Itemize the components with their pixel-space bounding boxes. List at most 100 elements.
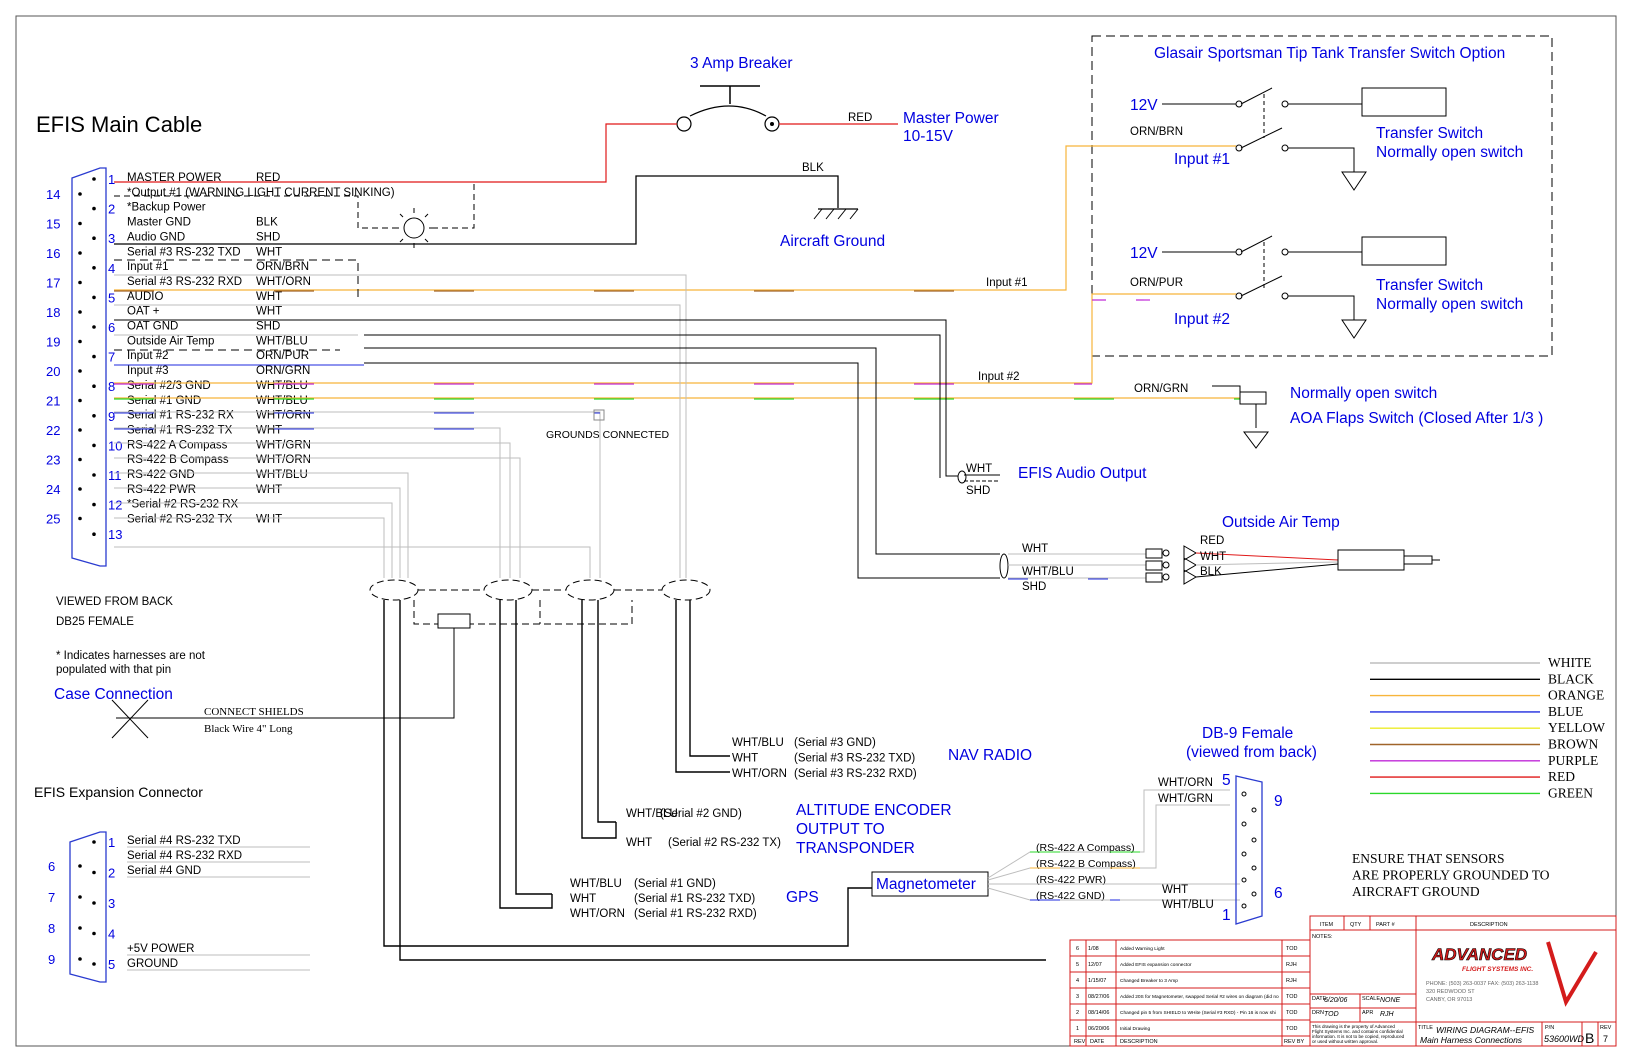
- db25-signal-color: WHT: [256, 246, 282, 258]
- transfer-switch-2-label: Transfer Switch: [1376, 277, 1483, 294]
- db25-pin: [92, 443, 96, 448]
- db25-signal-color: ORN/BRN: [256, 261, 309, 273]
- db9-connector-shell: [1235, 775, 1263, 925]
- db25-pin: [92, 384, 96, 389]
- db25-pin: [78, 339, 82, 344]
- legend-label: BLACK: [1548, 671, 1594, 686]
- nav-radio-label: NAV RADIO: [948, 747, 1032, 764]
- db25-pin: [78, 221, 82, 226]
- drawing-border: [15, 15, 1617, 1047]
- db9-pin-5: 5: [1222, 772, 1231, 789]
- revision-number: 5: [1076, 962, 1079, 968]
- aoa-normally-open-label: Normally open switch: [1290, 385, 1437, 402]
- tb-addr1: 320 REDWOOD ST: [1426, 989, 1475, 995]
- aoa-switch-icon: [1212, 385, 1269, 449]
- oat-probe-blk: BLK: [1200, 566, 1222, 578]
- nav-radio-rows: WHT/BLU(Serial #3 GND)WHT(Serial #3 RS-2…: [732, 737, 917, 780]
- db9-pin-1: 1: [1222, 907, 1231, 924]
- breaker-label: 3 Amp Breaker: [690, 55, 793, 72]
- svg-text:FLIGHT SYSTEMS INC.: FLIGHT SYSTEMS INC.: [1462, 966, 1533, 973]
- rev-header-by: REV BY: [1284, 1039, 1305, 1045]
- expansion-pin: [78, 926, 82, 930]
- gps-wire-color: WHT/ORN: [570, 908, 625, 920]
- altitude-wire-signal: (Serial #2 GND): [660, 808, 742, 820]
- nav-wire-color: WHT: [732, 753, 758, 765]
- db25-signal-name: RS-422 GND: [127, 469, 195, 481]
- db9-pin-6: 6: [1274, 885, 1283, 902]
- aoa-flaps-switch-label: AOA Flaps Switch (Closed After 1/3 ): [1290, 410, 1543, 427]
- oat-wht-label: WHT: [1022, 543, 1048, 555]
- transfer-switch-2-sub: Normally open switch: [1376, 296, 1523, 313]
- gps-wire-signal: (Serial #1 RS-232 TXD): [634, 893, 755, 905]
- ground-blk-label: BLK: [802, 162, 824, 174]
- db25-signal-name: RS-422 A Compass: [127, 439, 228, 451]
- db25-pin-label: 23: [46, 453, 60, 468]
- db25-pin-label: 15: [46, 217, 60, 232]
- db25-pin: [92, 325, 96, 329]
- legend-label: RED: [1548, 769, 1575, 784]
- expansion-signal-name: Serial #4 GND: [127, 865, 201, 877]
- revision-description: Added 20S for Magnetometer, swapped Seri…: [1120, 994, 1279, 1000]
- viewed-from-back-note: VIEWED FROM BACK: [56, 596, 173, 608]
- oat-probe-icon: [999, 545, 1440, 585]
- expansion-signal-name: Serial #4 RS-232 RXD: [127, 850, 242, 862]
- title-block-frame: [1309, 915, 1617, 1047]
- tb-apr-lbl: APR: [1362, 1010, 1373, 1016]
- db25-pin: [92, 266, 96, 270]
- tb-title-2: Main Harness Connections: [1420, 1035, 1523, 1045]
- db25-pin-label: 20: [46, 364, 60, 379]
- db25-signal-name: Input #3: [127, 365, 169, 377]
- db25-pin: [78, 369, 82, 373]
- db25-signal-color: WHT/BLU: [256, 469, 308, 481]
- tb-notes: NOTES:: [1312, 934, 1333, 940]
- db25-signal-name: *Backup Power: [127, 202, 206, 214]
- black-wire-label: Black Wire 4" Long: [204, 723, 293, 735]
- expansion-pin: [92, 931, 96, 936]
- db25-signal-color: SHD: [256, 231, 280, 243]
- db25-signal-name: OAT GND: [127, 321, 178, 333]
- breaker-symbol: [676, 85, 780, 132]
- db25-pin-label: 5: [108, 290, 115, 305]
- expansion-pin-label: 9: [48, 952, 55, 967]
- db25-signal-name: Serial #2/3 GND: [127, 380, 211, 392]
- db25-signal-name: Serial #2 RS-232 TX: [127, 514, 233, 526]
- audio-shd-label: SHD: [966, 485, 990, 497]
- db25-pin-label: 12: [108, 498, 122, 513]
- legend-label: WHITE: [1548, 655, 1591, 670]
- master-ground-wire: [114, 175, 839, 245]
- case-shield-wire: [116, 628, 455, 719]
- expansion-pin-label: 4: [108, 927, 115, 942]
- tb-scale: NONE: [1380, 997, 1401, 1004]
- db25-pin-label: 1: [108, 172, 115, 187]
- db25-signal-color: WHT: [256, 424, 282, 436]
- expansion-pin-label: 5: [108, 957, 115, 972]
- master-power-red-label: RED: [848, 112, 872, 124]
- db25-connector-shell: [71, 167, 107, 567]
- expansion-pin-label: 3: [108, 896, 115, 911]
- altitude-wire-color: WHT: [626, 837, 652, 849]
- tip-tank-12v-1: 12V: [1130, 97, 1158, 114]
- db25-pin-label: 24: [46, 482, 60, 497]
- db25-pin-label: 25: [46, 512, 60, 527]
- altitude-label-2: OUTPUT TO: [796, 821, 885, 838]
- case-connection-icon: [111, 699, 149, 739]
- master-power-voltage: 10-15V: [903, 128, 954, 145]
- oat-probe-wht: WHT: [1200, 551, 1226, 563]
- revision-by: TOD: [1286, 1026, 1298, 1032]
- db25-pin: [92, 295, 96, 300]
- db25-signal-color: BLK: [256, 217, 278, 229]
- db25-signal-color: WHT/BLU: [256, 380, 308, 392]
- db25-pin-label: 21: [46, 394, 60, 409]
- gps-label: GPS: [786, 889, 819, 906]
- db25-signal-name: *Serial #2 RS-232 RX: [127, 499, 239, 511]
- tb-item: ITEM: [1320, 922, 1334, 928]
- db25-signal-name: RS-422 B Compass: [127, 454, 229, 466]
- db25-signal-name: Serial #3 RS-232 TXD: [127, 246, 241, 258]
- efis-audio-output-label: EFIS Audio Output: [1018, 465, 1147, 482]
- input3-orn-grn-label: ORN/GRN: [1134, 383, 1188, 395]
- nav-wire-color: WHT/ORN: [732, 768, 787, 780]
